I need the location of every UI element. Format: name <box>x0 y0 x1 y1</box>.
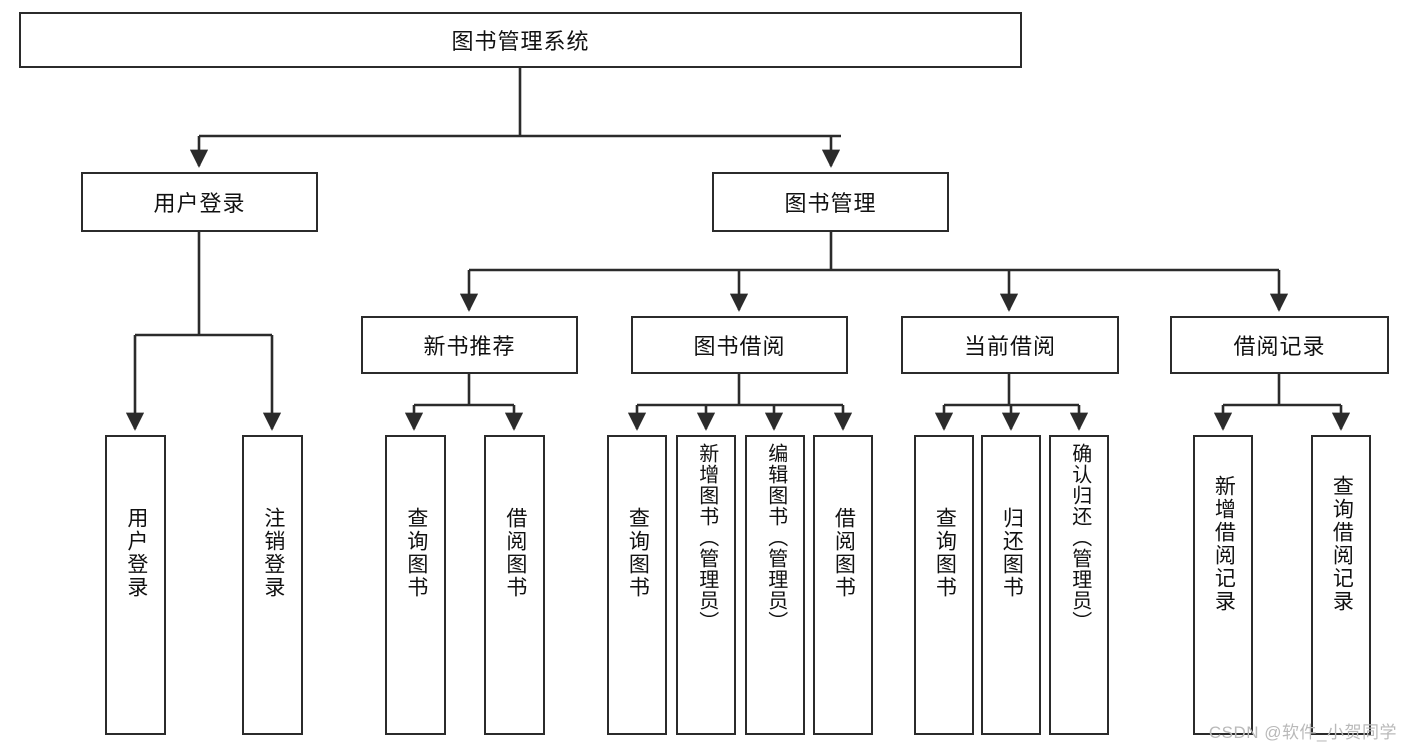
node-borrow-record[interactable]: 借阅记录 <box>1170 316 1389 374</box>
node-label: 归还图书 <box>1000 507 1024 599</box>
leaf-new-book-query[interactable]: 查询图书 <box>385 435 446 735</box>
node-root-system[interactable]: 图书管理系统 <box>19 12 1022 68</box>
node-label: 查询图书 <box>404 507 428 599</box>
node-label: 编辑图书（管理员） <box>764 443 787 632</box>
leaf-current-confirm-return-admin[interactable]: 确认归还（管理员） <box>1049 435 1109 735</box>
node-label: 注销登录 <box>261 507 285 599</box>
leaf-user-login-logout[interactable]: 注销登录 <box>242 435 303 735</box>
node-book-management[interactable]: 图书管理 <box>712 172 949 232</box>
node-label: 图书借阅 <box>693 334 786 359</box>
node-new-book-recommend[interactable]: 新书推荐 <box>361 316 578 374</box>
node-label: 确认归还（管理员） <box>1068 443 1091 632</box>
node-label: 查询图书 <box>626 507 650 599</box>
node-label: 借阅图书 <box>503 507 527 599</box>
node-label: 当前借阅 <box>963 334 1056 359</box>
csdn-watermark: CSDN @软件_小贺同学 <box>1208 723 1397 742</box>
node-label: 查询借阅记录 <box>1330 475 1354 613</box>
leaf-borrow-add-book-admin[interactable]: 新增图书（管理员） <box>676 435 736 735</box>
node-user-login[interactable]: 用户登录 <box>81 172 318 232</box>
node-label: 用户登录 <box>153 191 246 216</box>
node-label: 借阅记录 <box>1233 334 1326 359</box>
node-label: 图书管理 <box>784 191 877 216</box>
node-current-borrow[interactable]: 当前借阅 <box>901 316 1119 374</box>
node-book-borrow[interactable]: 图书借阅 <box>631 316 848 374</box>
leaf-record-query[interactable]: 查询借阅记录 <box>1311 435 1371 735</box>
node-label: 新增借阅记录 <box>1212 475 1236 613</box>
node-label: 新增图书（管理员） <box>695 443 718 632</box>
leaf-new-book-borrow[interactable]: 借阅图书 <box>484 435 545 735</box>
node-label: 图书管理系统 <box>451 29 590 54</box>
node-label: 借阅图书 <box>832 507 856 599</box>
leaf-current-return-book[interactable]: 归还图书 <box>981 435 1041 735</box>
node-label: 新书推荐 <box>423 334 516 359</box>
leaf-record-add[interactable]: 新增借阅记录 <box>1193 435 1253 735</box>
leaf-borrow-query-book[interactable]: 查询图书 <box>607 435 667 735</box>
leaf-borrow-edit-book-admin[interactable]: 编辑图书（管理员） <box>745 435 805 735</box>
leaf-user-login-login[interactable]: 用户登录 <box>105 435 166 735</box>
leaf-current-query-book[interactable]: 查询图书 <box>914 435 974 735</box>
leaf-borrow-borrow-book[interactable]: 借阅图书 <box>813 435 873 735</box>
node-label: 查询图书 <box>933 507 957 599</box>
node-label: 用户登录 <box>124 507 148 599</box>
